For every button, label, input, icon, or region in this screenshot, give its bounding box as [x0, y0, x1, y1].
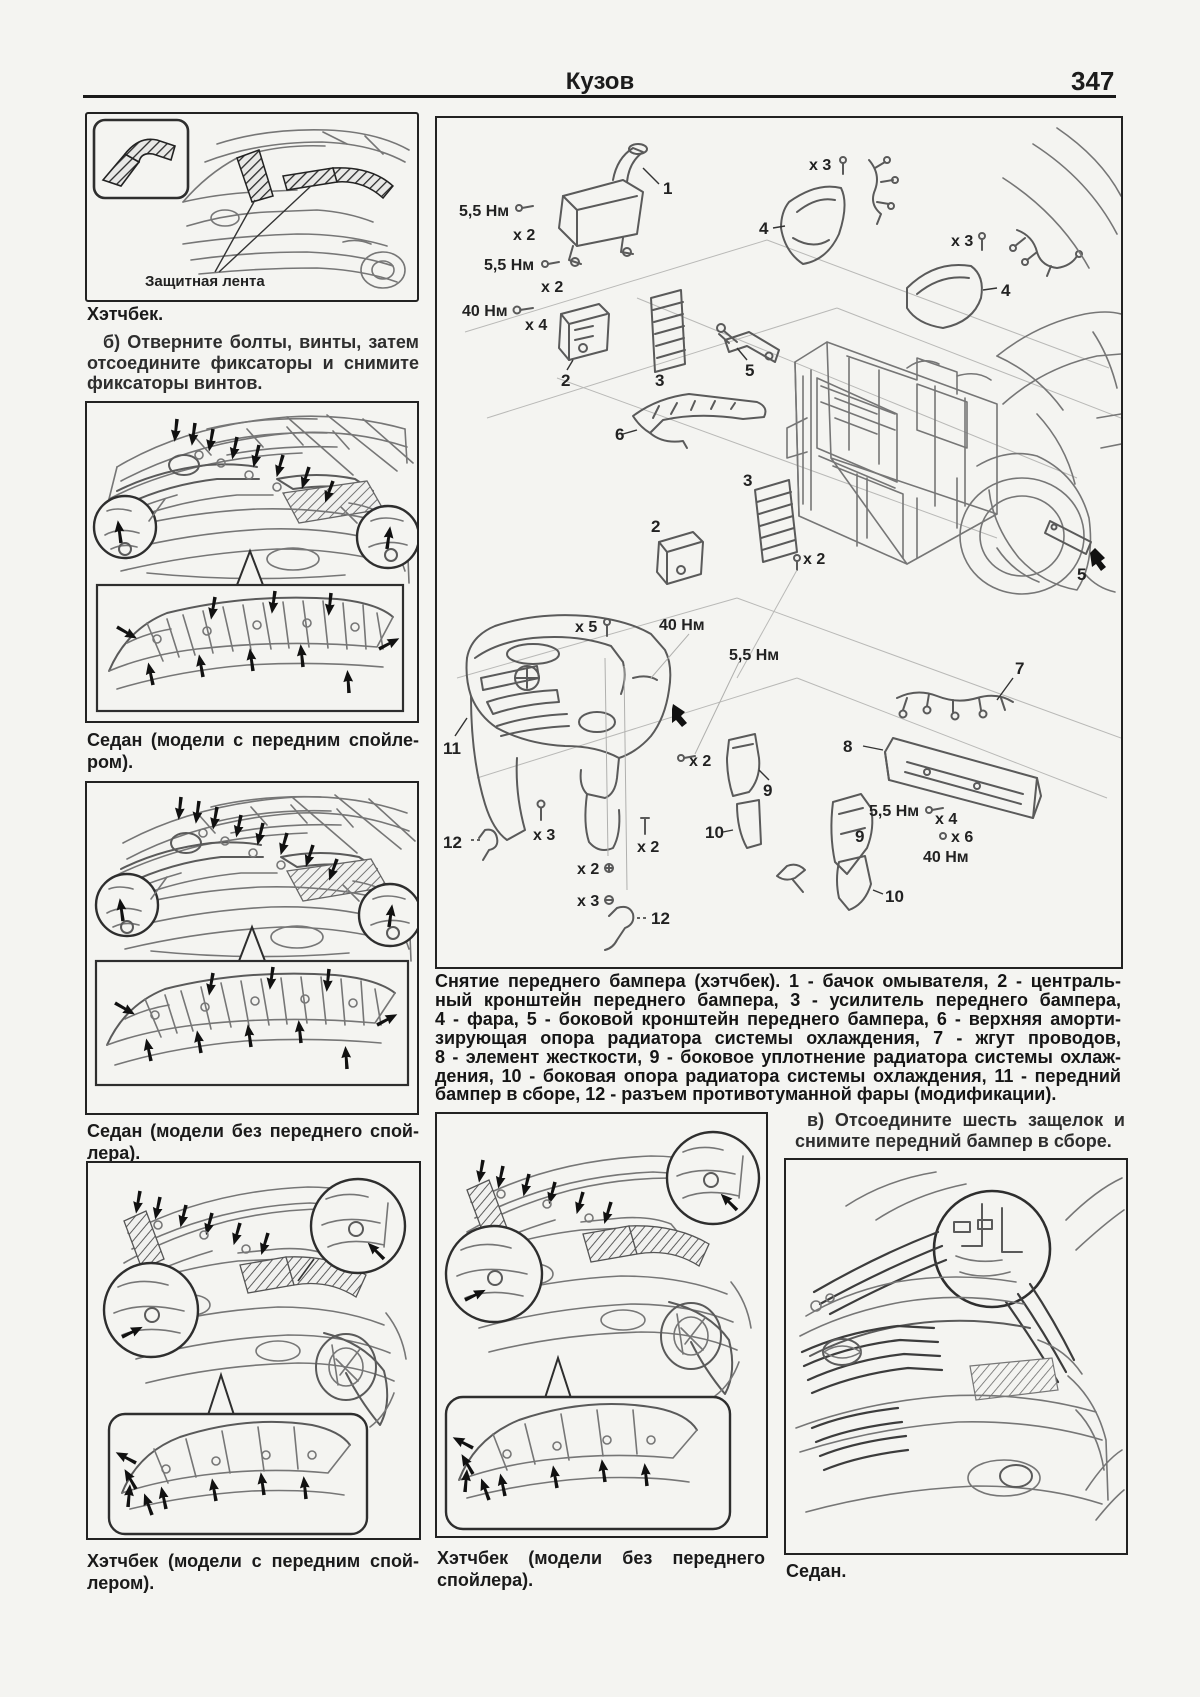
svg-text:x 2: x 2 [637, 839, 659, 856]
svg-text:5: 5 [1077, 565, 1086, 584]
svg-text:40 Нм: 40 Нм [923, 849, 969, 866]
svg-text:5,5 Нм: 5,5 Нм [729, 647, 779, 664]
svg-text:Защитная лента: Защитная лента [145, 273, 265, 290]
svg-text:x 3: x 3 [951, 233, 973, 250]
svg-text:x 4: x 4 [935, 811, 957, 828]
svg-text:12: 12 [443, 833, 462, 852]
svg-text:5,5 Нм: 5,5 Нм [459, 203, 509, 220]
svg-text:5,5 Нм: 5,5 Нм [484, 257, 534, 274]
svg-text:9: 9 [855, 827, 864, 846]
svg-text:1: 1 [663, 179, 672, 198]
svg-text:x 2: x 2 [513, 227, 535, 244]
svg-text:3: 3 [743, 471, 752, 490]
svg-text:x 5: x 5 [575, 619, 597, 636]
svg-text:7: 7 [1015, 659, 1024, 678]
svg-text:11: 11 [443, 739, 461, 758]
svg-text:40 Нм: 40 Нм [462, 303, 508, 320]
svg-text:40 Нм: 40 Нм [659, 617, 705, 634]
svg-text:4: 4 [1001, 281, 1011, 300]
svg-text:10: 10 [705, 823, 724, 842]
svg-text:x 2: x 2 [803, 551, 825, 568]
svg-text:x 3: x 3 [809, 157, 831, 174]
svg-text:x 3: x 3 [533, 827, 555, 844]
svg-text:5: 5 [745, 361, 754, 380]
svg-text:6: 6 [615, 425, 624, 444]
svg-text:4: 4 [759, 219, 769, 238]
svg-text:x 2: x 2 [541, 279, 563, 296]
svg-text:x 6: x 6 [951, 829, 973, 846]
svg-text:12: 12 [651, 909, 670, 928]
svg-text:10: 10 [885, 887, 904, 906]
svg-text:5,5 Нм: 5,5 Нм [869, 803, 919, 820]
svg-text:2: 2 [651, 517, 660, 536]
svg-text:x 2: x 2 [577, 861, 599, 878]
svg-text:x 3: x 3 [577, 893, 599, 910]
svg-text:x 2: x 2 [689, 753, 711, 770]
svg-text:9: 9 [763, 781, 772, 800]
svg-text:8: 8 [843, 737, 852, 756]
svg-text:3: 3 [655, 371, 664, 390]
svg-text:2: 2 [561, 371, 570, 390]
svg-text:x 4: x 4 [525, 317, 547, 334]
